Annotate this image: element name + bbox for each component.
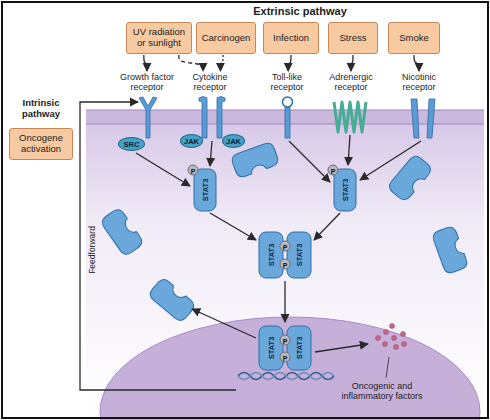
receptor-label: Nicotinic receptor bbox=[389, 72, 449, 92]
trigger-arrow bbox=[179, 55, 203, 71]
output-label: Oncogenic and inflammatory factors bbox=[330, 381, 434, 401]
trigger-box: Oncogene activation bbox=[9, 128, 73, 160]
secreted-factors bbox=[376, 324, 407, 350]
cytokine-receptor-symbol bbox=[217, 97, 225, 139]
signal-arrows bbox=[80, 102, 421, 390]
kinase-oval: JAK bbox=[222, 134, 245, 148]
adrenergic-receptor-symbol bbox=[334, 102, 366, 132]
node-text: Stress bbox=[340, 33, 367, 44]
trigger-box: Infection bbox=[263, 22, 319, 54]
trigger-arrow bbox=[351, 55, 353, 71]
node-text: JAK bbox=[184, 137, 199, 146]
trigger-arrow bbox=[414, 55, 419, 71]
diagram-title: Extrinsic pathway bbox=[215, 5, 385, 17]
protein-label: STAT3 bbox=[201, 179, 210, 202]
signal-arrow bbox=[192, 309, 256, 338]
phosphate-mark: P bbox=[280, 259, 291, 270]
inactive-stat3 bbox=[387, 153, 434, 202]
growth-factor-receptor-symbol bbox=[139, 97, 157, 138]
node-text: Smoke bbox=[399, 33, 429, 44]
trigger-arrow bbox=[144, 55, 147, 71]
node-text: Infection bbox=[273, 33, 309, 44]
trigger-box: UV radiation or sunlight bbox=[126, 22, 192, 54]
protein-label: STAT3 bbox=[267, 337, 276, 360]
factor-dot bbox=[390, 324, 395, 329]
receptor-label: Adrenergic receptor bbox=[319, 72, 383, 92]
signal-arrow bbox=[315, 344, 368, 352]
node-text: Nicotinic receptor bbox=[389, 72, 449, 92]
signal-arrow bbox=[360, 141, 421, 180]
nicotinic-receptor-symbol bbox=[411, 99, 435, 138]
node-text: Oncogene activation bbox=[13, 133, 69, 154]
trigger-arrow bbox=[220, 55, 223, 71]
protein-label: STAT3 bbox=[267, 244, 276, 267]
kinase-oval: SRC bbox=[118, 137, 145, 151]
loop-label: Feedforward bbox=[87, 226, 97, 274]
kinase-oval: JAK bbox=[180, 134, 203, 148]
factor-dot bbox=[383, 342, 388, 347]
protein-label: STAT3 bbox=[295, 244, 304, 267]
dna-strand bbox=[238, 373, 334, 380]
factor-dot bbox=[384, 330, 389, 335]
dna-strand bbox=[238, 373, 334, 380]
signal-arrow bbox=[314, 213, 340, 240]
node-text: Toll-like receptor bbox=[257, 72, 317, 92]
factor-dot bbox=[376, 336, 381, 341]
stat3-block bbox=[287, 232, 311, 278]
cytokine-receptor-symbol bbox=[199, 97, 207, 139]
factor-dot bbox=[392, 336, 397, 341]
signal-arrow bbox=[289, 141, 330, 182]
signal-arrow bbox=[210, 141, 212, 166]
node-text: SRC bbox=[124, 140, 140, 149]
receptor-label: Toll-like receptor bbox=[257, 72, 317, 92]
toll-like-receptor-symbol bbox=[285, 106, 290, 138]
node-text: Carcinogen bbox=[202, 33, 251, 44]
pathway-heading: Intrinsic pathway bbox=[9, 98, 73, 119]
signal-arrow bbox=[284, 281, 285, 322]
protein-label: STAT3 bbox=[295, 337, 304, 360]
stat3-block bbox=[194, 169, 216, 211]
node-text: UV radiation or sunlight bbox=[130, 27, 188, 48]
receptor-label: Cytokine receptor bbox=[181, 72, 239, 92]
trigger-box: Stress bbox=[328, 22, 378, 54]
signal-arrow bbox=[210, 213, 256, 240]
node-text: Cytokine receptor bbox=[181, 72, 239, 92]
signal-arrow bbox=[348, 135, 350, 165]
nucleus bbox=[100, 317, 480, 420]
phosphate-mark: P bbox=[280, 335, 291, 346]
stat3-block bbox=[259, 326, 283, 370]
receptor-label: Growth factor receptor bbox=[115, 72, 179, 92]
factor-dot bbox=[401, 332, 406, 337]
phosphate-mark: P bbox=[280, 352, 291, 363]
trigger-box: Carcinogen bbox=[196, 22, 256, 54]
toll-like-receptor-symbol bbox=[283, 97, 293, 107]
inactive-stat3 bbox=[100, 141, 469, 323]
stat3-block bbox=[259, 232, 283, 278]
inactive-stat3 bbox=[100, 207, 145, 257]
phosphate-mark: P bbox=[188, 165, 199, 176]
node-text: Growth factor receptor bbox=[115, 72, 179, 92]
feedforward-loop bbox=[80, 102, 236, 390]
signal-arrow bbox=[136, 153, 190, 186]
active-stat3 bbox=[194, 169, 356, 370]
node-text: JAK bbox=[226, 137, 241, 146]
stat3-block bbox=[287, 326, 311, 370]
phosphate-mark: P bbox=[280, 241, 291, 252]
trigger-arrow bbox=[288, 55, 291, 71]
inactive-stat3 bbox=[147, 277, 196, 324]
leader-line bbox=[386, 357, 389, 378]
protein-label: STAT3 bbox=[341, 179, 350, 202]
phosphate-mark: P bbox=[328, 165, 339, 176]
stat3-block bbox=[334, 169, 356, 211]
inactive-stat3 bbox=[431, 225, 469, 275]
factor-dot bbox=[402, 342, 407, 347]
factor-dot bbox=[394, 345, 399, 350]
node-text: Adrenergic receptor bbox=[319, 72, 383, 92]
trigger-box: Smoke bbox=[388, 22, 440, 54]
